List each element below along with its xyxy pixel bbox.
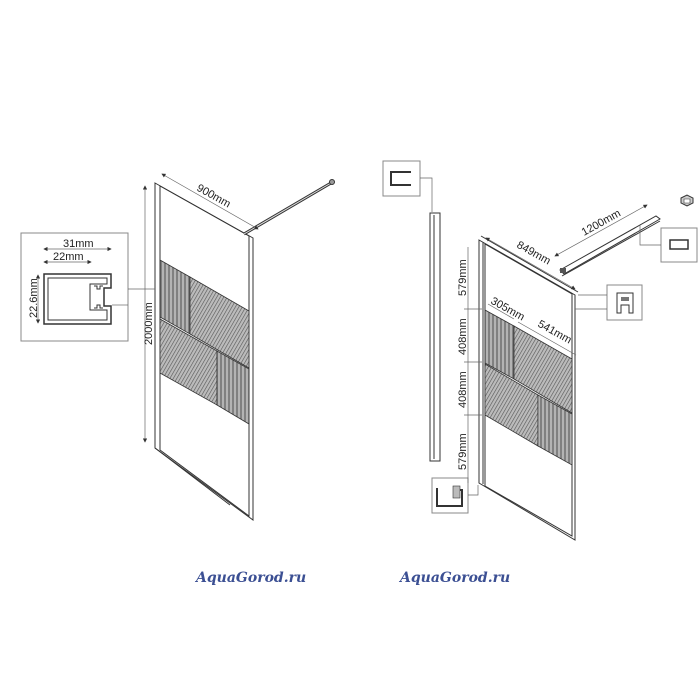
wall-profile — [382, 160, 441, 462]
watermark-right: AquaGorod.ru — [398, 570, 510, 586]
section-mid1-label: 408mm — [457, 318, 469, 355]
section-dimensions: 579mm 408mm 408mm 579mm — [457, 247, 482, 483]
wall-profile-inset — [382, 160, 421, 197]
end-cap-icon — [680, 194, 694, 207]
right-bottom-band — [484, 363, 573, 466]
section-mid2-label: 408mm — [457, 371, 469, 408]
top-profile-inset — [575, 284, 643, 321]
profile-outer-width: 31mm — [63, 238, 94, 250]
height-label: 2000mm — [143, 302, 155, 345]
left-bottom-band — [159, 318, 250, 425]
watermark-left: AquaGorod.ru — [194, 570, 306, 586]
profile-depth: 22.6mm — [28, 278, 40, 318]
profile-inner-width: 22mm — [53, 251, 84, 263]
height-dimension-2000: 2000mm — [142, 185, 155, 443]
rod-length-label: 1200mm — [580, 207, 623, 238]
rod-section-inset — [639, 225, 698, 263]
section-top-label: 579mm — [457, 259, 469, 296]
left-top-band — [159, 259, 250, 369]
stabilizer-rod — [243, 179, 335, 236]
bottom-profile-inset — [431, 477, 479, 514]
profile-section-inset: 31mm 22mm 22.6mm — [20, 232, 155, 342]
right-shower-panel: 849mm 1200mm — [382, 160, 698, 541]
support-rod: 1200mm — [554, 204, 661, 277]
left-shower-panel: 900mm 2000mm 31mm 22mm 22.6mm — [20, 173, 335, 521]
section-bottom-label: 579mm — [457, 433, 469, 470]
right-top-band — [484, 309, 573, 414]
